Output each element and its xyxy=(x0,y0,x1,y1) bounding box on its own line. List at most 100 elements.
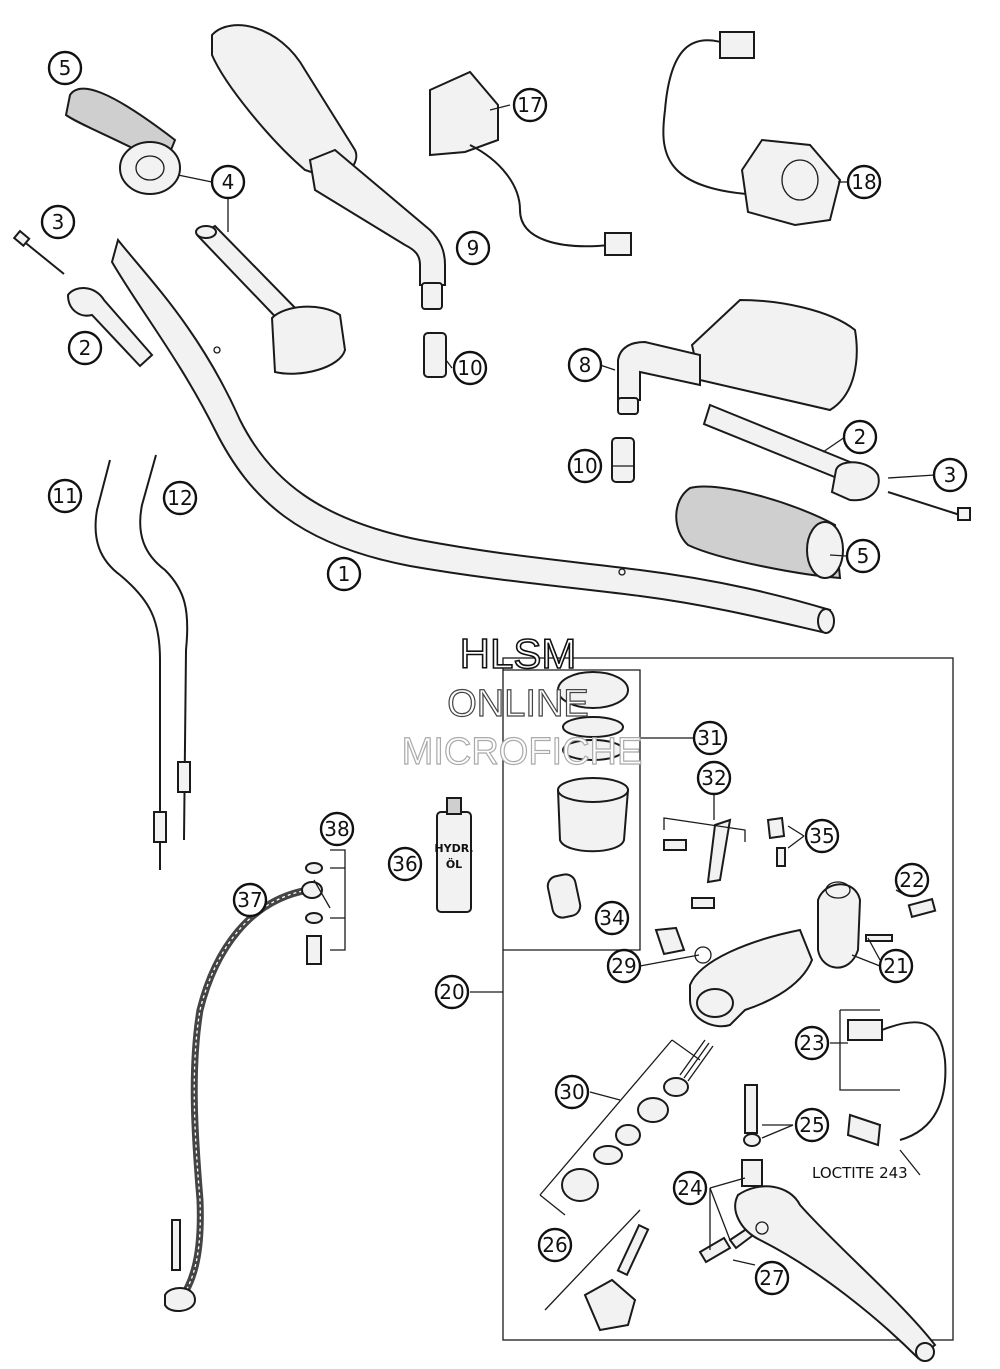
throttle-cable-12 xyxy=(139,454,189,841)
pivot-bushing xyxy=(741,1159,763,1187)
callout-label: 26 xyxy=(542,1233,567,1257)
bar-end-screw-head-right xyxy=(957,507,971,521)
dust-boot xyxy=(561,1168,599,1202)
loctite-note: LOCTITE 243 xyxy=(812,1164,908,1182)
brake-switch-plug xyxy=(846,1113,882,1147)
reservoir-bracket xyxy=(706,818,732,884)
piston-part-3 xyxy=(615,1124,641,1146)
bar-end-screw-left xyxy=(21,239,65,275)
callout-label: 23 xyxy=(799,1031,824,1055)
callout-37: 37 xyxy=(232,882,268,918)
callout-label: 2 xyxy=(79,336,92,360)
callout-9: 9 xyxy=(455,230,491,266)
bar-end-tube-right xyxy=(702,403,852,482)
callout-27: 27 xyxy=(754,1260,790,1296)
right-mirror-stem xyxy=(617,340,701,401)
right-grip xyxy=(675,485,842,580)
right-switch-cable xyxy=(662,39,761,196)
handlebar xyxy=(110,237,832,634)
right-mirror xyxy=(690,298,858,412)
push-rod-bracket xyxy=(583,1278,637,1332)
callout-label: 9 xyxy=(467,236,480,260)
pivot-nut xyxy=(743,1133,761,1147)
callout-5: 5 xyxy=(47,50,83,86)
callout-23: 23 xyxy=(794,1025,830,1061)
right-switch-bore xyxy=(781,159,819,201)
callout-label: 12 xyxy=(167,486,192,510)
reservoir-ring xyxy=(562,739,624,761)
callout-label: 25 xyxy=(799,1113,824,1137)
o-ring-29 xyxy=(694,946,712,964)
lever-tip xyxy=(915,1342,935,1362)
left-grip-end xyxy=(119,141,181,195)
reservoir-kit-frame xyxy=(503,669,641,951)
callout-label: 18 xyxy=(851,170,876,194)
callout-3: 3 xyxy=(40,204,76,240)
callout-label: 11 xyxy=(52,484,77,508)
clamp-bore xyxy=(825,881,851,899)
brake-switch-cable xyxy=(881,1021,947,1141)
callout-22: 22 xyxy=(894,862,930,898)
hose-banjo-end xyxy=(164,1287,197,1312)
left-mirror-stem xyxy=(308,148,446,286)
callout-2b: 2 xyxy=(842,419,878,455)
callout-label: 8 xyxy=(579,353,592,377)
callout-label: 35 xyxy=(809,824,834,848)
bar-end-weight-right xyxy=(830,461,880,502)
callout-25: 25 xyxy=(794,1107,830,1143)
piston-spring xyxy=(679,1039,714,1082)
callout-26: 26 xyxy=(537,1227,573,1263)
banjo-bolt xyxy=(306,935,322,965)
callout-label: 27 xyxy=(759,1266,784,1290)
callout-label: 10 xyxy=(457,356,482,380)
bracket-screw-2 xyxy=(691,897,715,909)
handlebar-clamp xyxy=(817,883,862,969)
callout-label: 2 xyxy=(854,425,867,449)
bottle-label-line2: ÖL xyxy=(446,857,462,871)
callout-label: 38 xyxy=(324,817,349,841)
watermark-line2: ONLINE xyxy=(447,683,588,725)
callout-label: 5 xyxy=(857,544,870,568)
callout-label: 24 xyxy=(677,1176,702,1200)
right-switch-connector xyxy=(719,31,755,59)
callout-label: 5 xyxy=(59,56,72,80)
left-switch-housing xyxy=(429,70,499,157)
callout-30: 30 xyxy=(554,1074,590,1110)
callout-label: 30 xyxy=(559,1080,584,1104)
hose-end-fitting xyxy=(171,1219,181,1271)
bar-end-screw-right xyxy=(887,491,961,516)
handlebar-end xyxy=(817,608,835,634)
master-cylinder-bore xyxy=(696,988,734,1018)
bracket-38 xyxy=(330,849,346,951)
push-rod xyxy=(616,1223,650,1277)
watermark-line3: MICROFICHE xyxy=(402,731,643,773)
reservoir-top xyxy=(557,777,629,803)
switch-bracket-frame xyxy=(839,1009,900,1091)
piston-washer xyxy=(593,1145,623,1165)
hydraulic-oil-bottle: HYDR. ÖL xyxy=(434,797,474,913)
callout-label: 3 xyxy=(52,210,65,234)
cable-adjuster-12 xyxy=(177,761,191,793)
left-switch-connector xyxy=(604,232,632,256)
callout-12: 12 xyxy=(162,480,198,516)
leader-lines xyxy=(177,104,936,1266)
reservoir-hose xyxy=(546,873,582,919)
callout-3b: 3 xyxy=(932,457,968,493)
callout-label: 34 xyxy=(599,906,624,930)
callout-10: 10 xyxy=(452,350,488,386)
fitting-29 xyxy=(654,926,686,956)
callout-label: 37 xyxy=(237,888,262,912)
callout-21: 21 xyxy=(878,948,914,984)
left-grip-end-inner xyxy=(135,155,165,181)
right-mirror-bolt xyxy=(617,397,639,415)
callout-17: 17 xyxy=(512,87,548,123)
callout-20: 20 xyxy=(434,974,470,1010)
callout-8: 8 xyxy=(567,347,603,383)
callout-label: 17 xyxy=(517,93,542,117)
callout-label: 22 xyxy=(899,868,924,892)
reservoir-cap xyxy=(557,671,629,709)
pivot-bolt xyxy=(744,1084,758,1134)
bottle-label-line1: HYDR. xyxy=(434,842,473,855)
